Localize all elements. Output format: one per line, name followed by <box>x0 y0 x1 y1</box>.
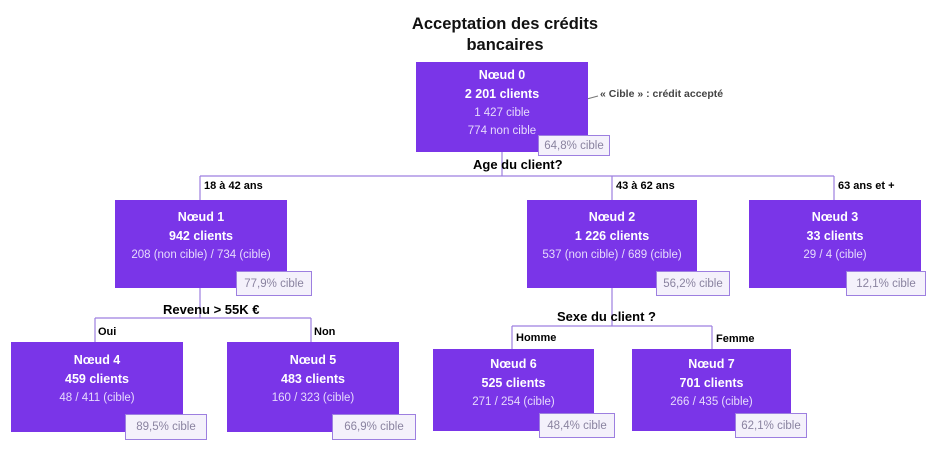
node-6-title: Nœud 6 <box>490 357 537 371</box>
node-2-count: 1 226 clients <box>574 229 650 243</box>
node-7-count: 701 clients <box>679 376 744 390</box>
question-sexe: Sexe du client ? <box>557 309 656 324</box>
branch-homme: Homme <box>516 332 557 344</box>
node-0-percent: 64,8% cible <box>538 135 610 156</box>
node-3-title: Nœud 3 <box>811 210 859 224</box>
node-5-count: 483 clients <box>281 372 345 386</box>
node-2-detail: 537 (non cible) / 689 (cible) <box>542 249 682 261</box>
node-5-detail: 160 / 323 (cible) <box>271 392 355 404</box>
node-3-count: 33 clients <box>806 229 864 243</box>
node-7-percent: 62,1% cible <box>735 413 807 438</box>
node-3: Nœud 3 33 clients 29 / 4 (cible) <box>749 200 921 288</box>
node-1-percent: 77,9% cible <box>236 271 312 296</box>
node-0-detail-cible: 1 427 cible <box>474 107 530 119</box>
branch-oui: Oui <box>98 326 117 338</box>
node-2-percent: 56,2% cible <box>656 271 730 296</box>
question-revenu: Revenu > 55K € <box>163 302 260 317</box>
branch-femme: Femme <box>716 333 755 345</box>
node-2-title: Nœud 2 <box>588 210 636 224</box>
branch-43-62: 43 à 62 ans <box>616 180 675 192</box>
node-3-percent: 12,1% cible <box>846 271 926 296</box>
node-1-count: 942 clients <box>169 229 233 243</box>
node-5-percent: 66,9% cible <box>332 414 416 440</box>
annotation-cible: « Cible » : crédit accepté <box>600 88 724 100</box>
node-0-title: Nœud 0 <box>478 68 526 82</box>
branch-non: Non <box>314 326 336 338</box>
node-7-title: Nœud 7 <box>688 357 735 371</box>
node-0-count: 2 201 clients <box>464 87 540 101</box>
question-age: Age du client? <box>473 157 563 172</box>
node-4-title: Nœud 4 <box>73 353 121 367</box>
node-6-count: 525 clients <box>481 376 546 390</box>
node-0-detail-non-cible: 774 non cible <box>467 125 537 137</box>
node-4-percent: 89,5% cible <box>125 414 207 440</box>
node-4-count: 459 clients <box>65 372 129 386</box>
node-6-percent: 48,4% cible <box>539 413 615 438</box>
branch-18-42: 18 à 42 ans <box>204 180 263 192</box>
node-2: Nœud 2 1 226 clients 537 (non cible) / 6… <box>527 200 697 288</box>
node-0: Nœud 0 2 201 clients 1 427 cible 774 non… <box>416 62 588 152</box>
diagram-title: Acceptation des crédits bancaires <box>411 15 599 54</box>
node-6-detail: 271 / 254 (cible) <box>472 396 555 408</box>
branch-63-plus: 63 ans et + <box>838 180 895 192</box>
node-5-title: Nœud 5 <box>289 353 337 367</box>
node-1-title: Nœud 1 <box>177 210 225 224</box>
node-7-detail: 266 / 435 (cible) <box>670 396 753 408</box>
node-3-detail: 29 / 4 (cible) <box>803 249 867 261</box>
node-4-detail: 48 / 411 (cible) <box>59 392 135 404</box>
node-1-detail: 208 (non cible) / 734 (cible) <box>131 249 271 261</box>
